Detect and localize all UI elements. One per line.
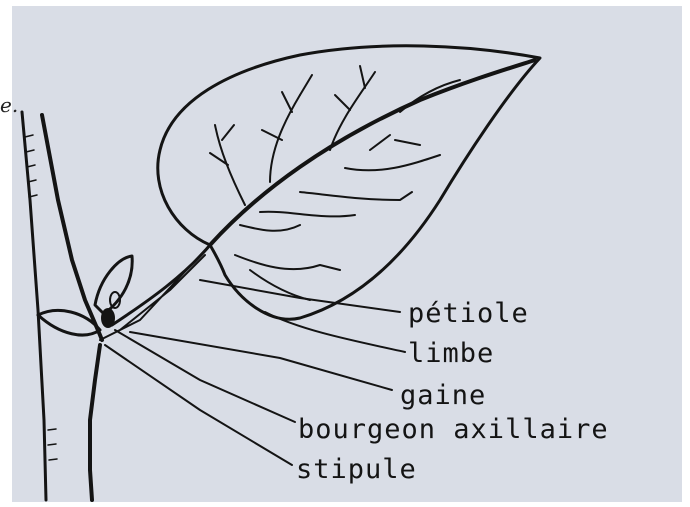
midrib [210,60,535,245]
stem [22,112,102,500]
leaf-blade-outline [158,46,540,319]
label-limbe: limbe [408,338,494,369]
label-stipule: stipule [296,454,417,485]
label-petiole: pétiole [408,298,529,329]
label-gaine: gaine [400,380,486,411]
label-bourgeon-axillaire: bourgeon axillaire [298,414,609,445]
axillary-bud [95,256,132,328]
edge-text-fragment: e. [0,93,18,117]
